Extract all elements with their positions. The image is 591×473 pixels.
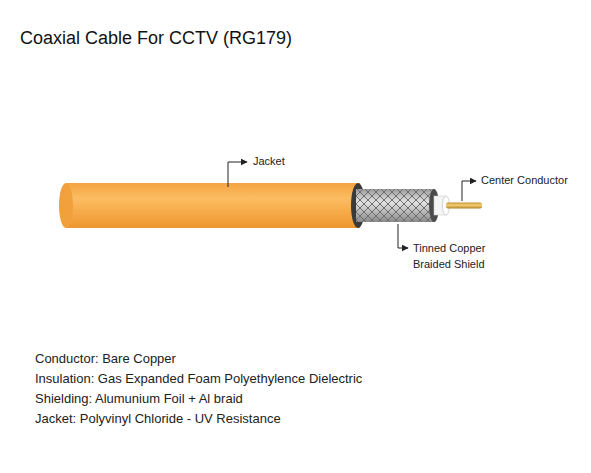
leader-line: [398, 224, 408, 248]
braided-shield: [356, 189, 439, 222]
spec-line: Shielding: Alumunium Foil + Al braid: [35, 391, 243, 407]
part-label: Tinned Copper Braided Shield: [413, 241, 505, 273]
spec-line: Insulation: Gas Expanded Foam Polyethyle…: [35, 371, 362, 387]
leader-line: [462, 181, 476, 201]
part-label: Center Conductor: [481, 174, 568, 187]
spec-line: Jacket: Polyvinyl Chloride - UV Resistan…: [35, 411, 281, 427]
jacket: [59, 183, 365, 228]
leader-line: [228, 162, 247, 187]
title: Coaxial Cable For CCTV (RG179): [20, 28, 292, 50]
leader-lines: [228, 162, 476, 248]
spec-line: Conductor: Bare Copper: [35, 351, 176, 367]
part-label: Jacket: [253, 155, 285, 168]
center-conductor: [446, 203, 482, 209]
